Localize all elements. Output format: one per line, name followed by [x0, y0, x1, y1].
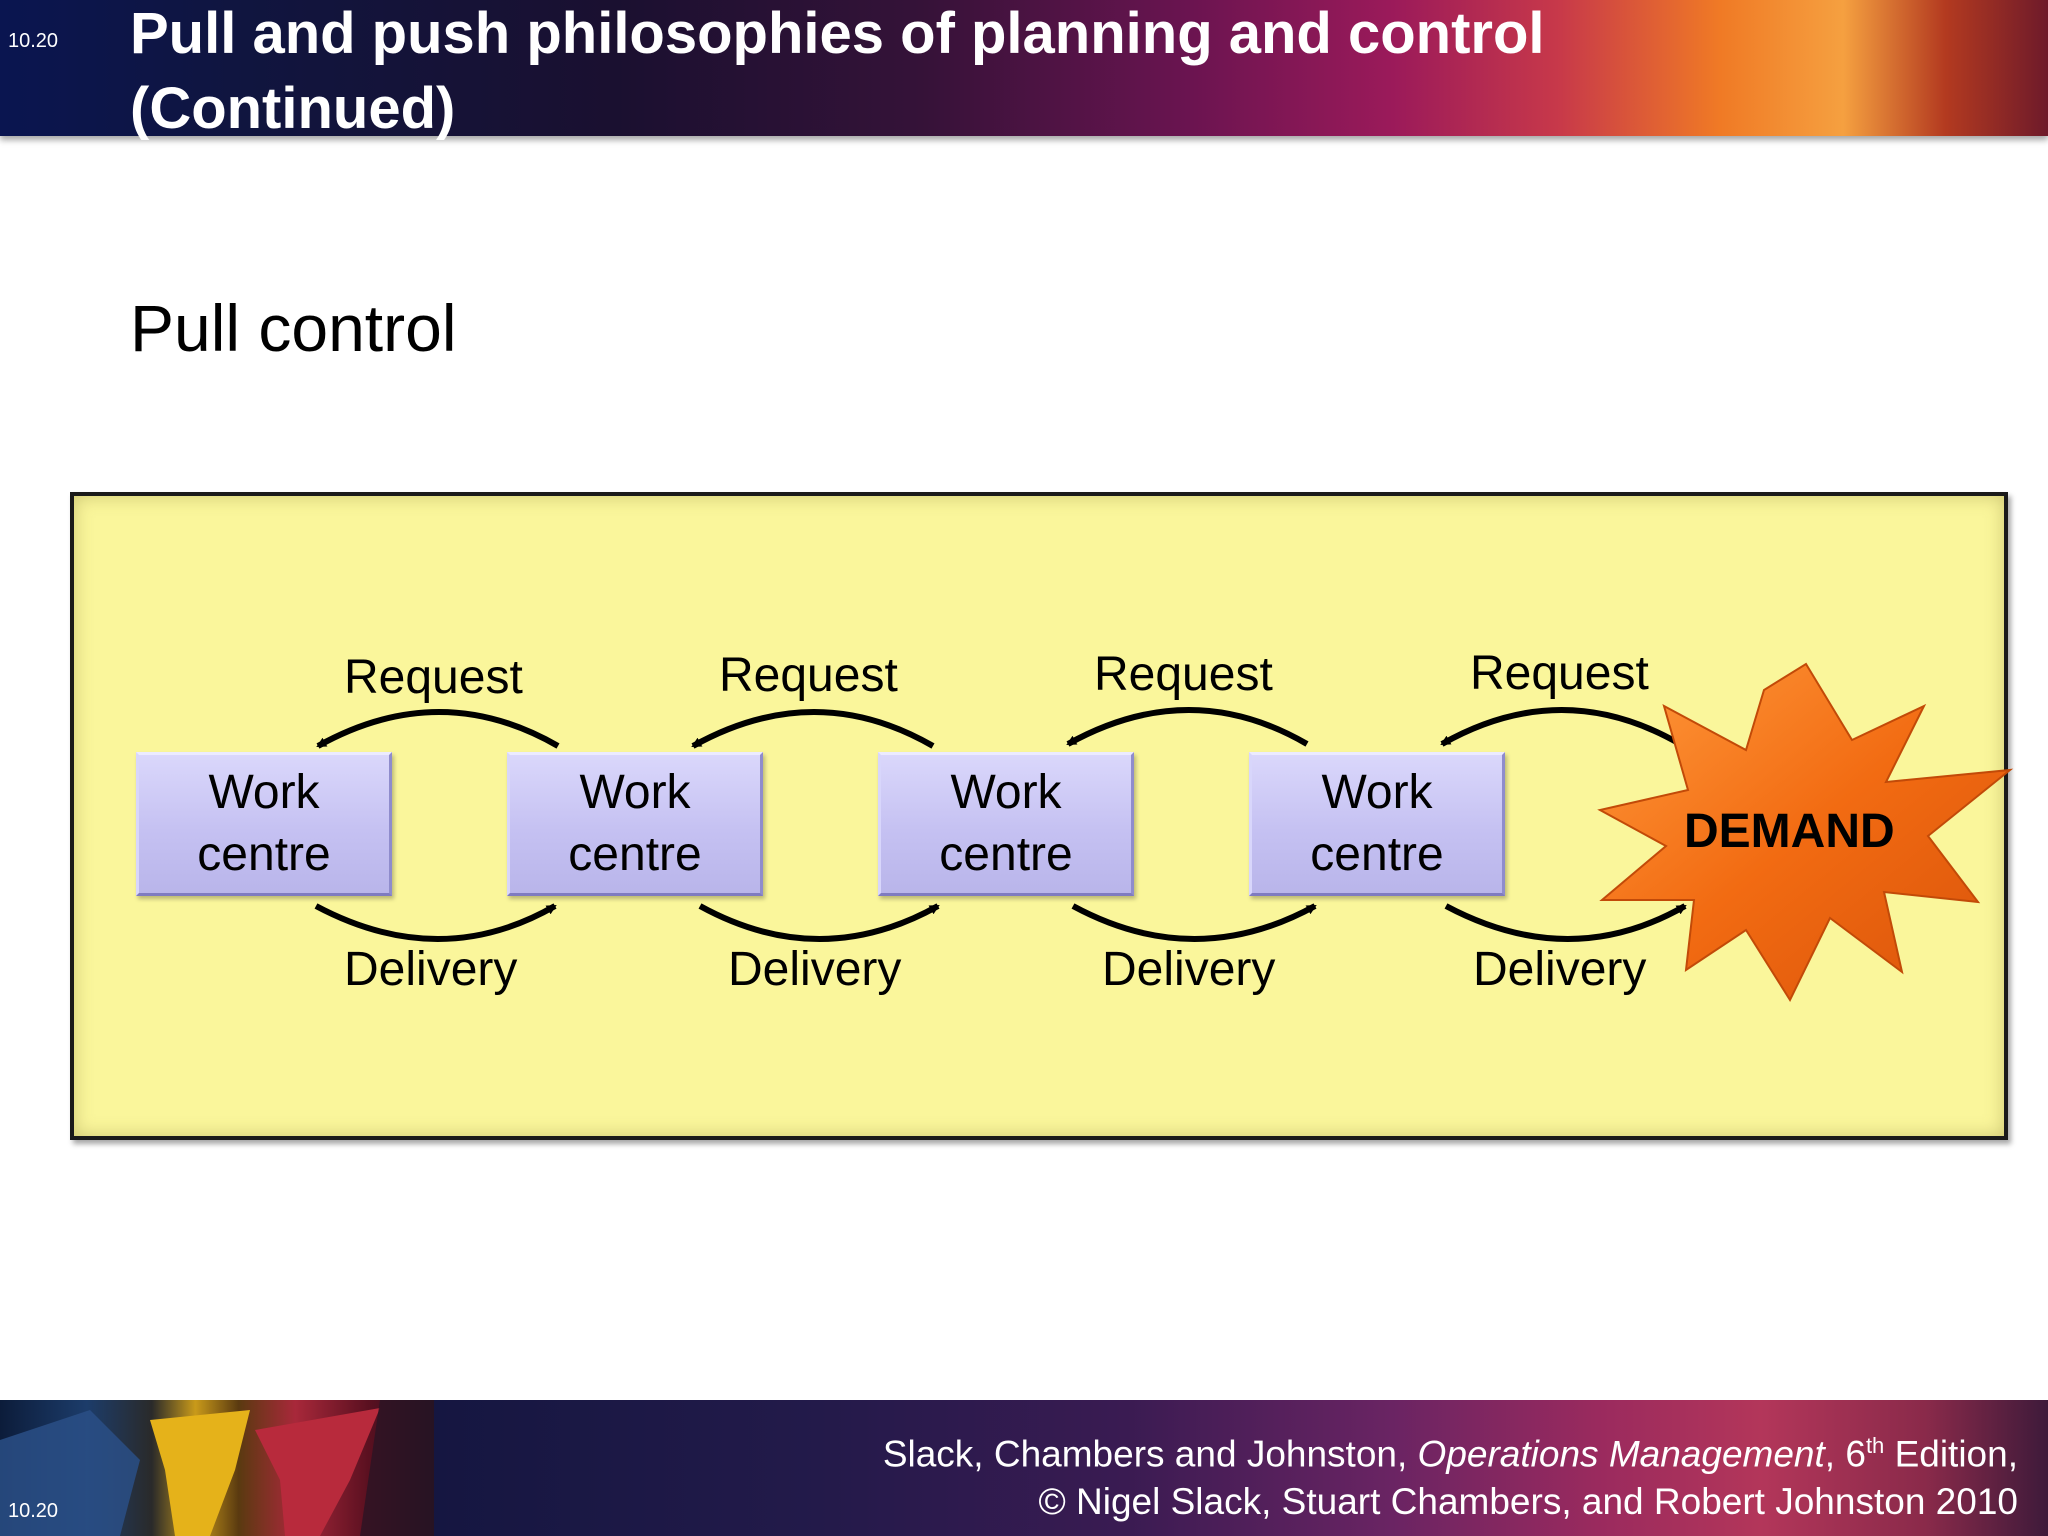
work-centre-2: Work centre [507, 752, 763, 896]
citation-line-1: Slack, Chambers and Johnston, Operations… [882, 1433, 2018, 1475]
request-arrow [691, 709, 935, 749]
work-centre-label: Work centre [568, 766, 702, 881]
delivery-arrow [314, 903, 557, 942]
delivery-arrow [1444, 903, 1687, 942]
request-label: Request [1094, 648, 1273, 701]
slide-number: 10.20 [8, 30, 59, 52]
request-label: Request [344, 651, 523, 704]
demand-label: DEMAND [1684, 805, 1895, 858]
work-centre-label: Work centre [1310, 766, 1444, 881]
citation-line-2: © Nigel Slack, Stuart Chambers, and Robe… [1038, 1481, 2018, 1523]
slide-footer: 10.20 Slack, Chambers and Johnston, Oper… [0, 1400, 2048, 1536]
work-centre-3: Work centre [878, 752, 1134, 896]
delivery-arrow [1071, 903, 1317, 942]
funnels-image [0, 1400, 434, 1536]
citation: Slack, Chambers and Johnston, Operations… [883, 1422, 2018, 1526]
delivery-label: Delivery [344, 943, 518, 996]
work-centre-label: Work centre [939, 766, 1073, 881]
section-heading: Pull control [130, 291, 457, 365]
work-centre-label: Work centre [197, 766, 331, 881]
request-arrow [1066, 707, 1309, 747]
slide-header: 10.20 Pull and push philosophies of plan… [0, 0, 2048, 141]
work-centre-4: Work centre [1249, 752, 1505, 896]
request-arrow [316, 709, 560, 749]
delivery-arrows [314, 903, 1687, 942]
request-label: Request [719, 649, 898, 702]
work-centre-1: Work centre [136, 752, 392, 896]
request-arrow [1440, 707, 1682, 747]
slide-title: Pull and push philosophies of planning a… [130, 1, 1545, 141]
delivery-label: Delivery [1102, 943, 1276, 996]
demand-starburst [1597, 662, 2014, 1003]
delivery-label: Delivery [1473, 943, 1647, 996]
delivery-arrow [698, 903, 940, 942]
footer-photo [0, 1400, 434, 1536]
request-arrows [316, 707, 1682, 749]
delivery-label: Delivery [728, 943, 902, 996]
footer-slide-number: 10.20 [8, 1500, 59, 1522]
request-label: Request [1470, 647, 1649, 700]
